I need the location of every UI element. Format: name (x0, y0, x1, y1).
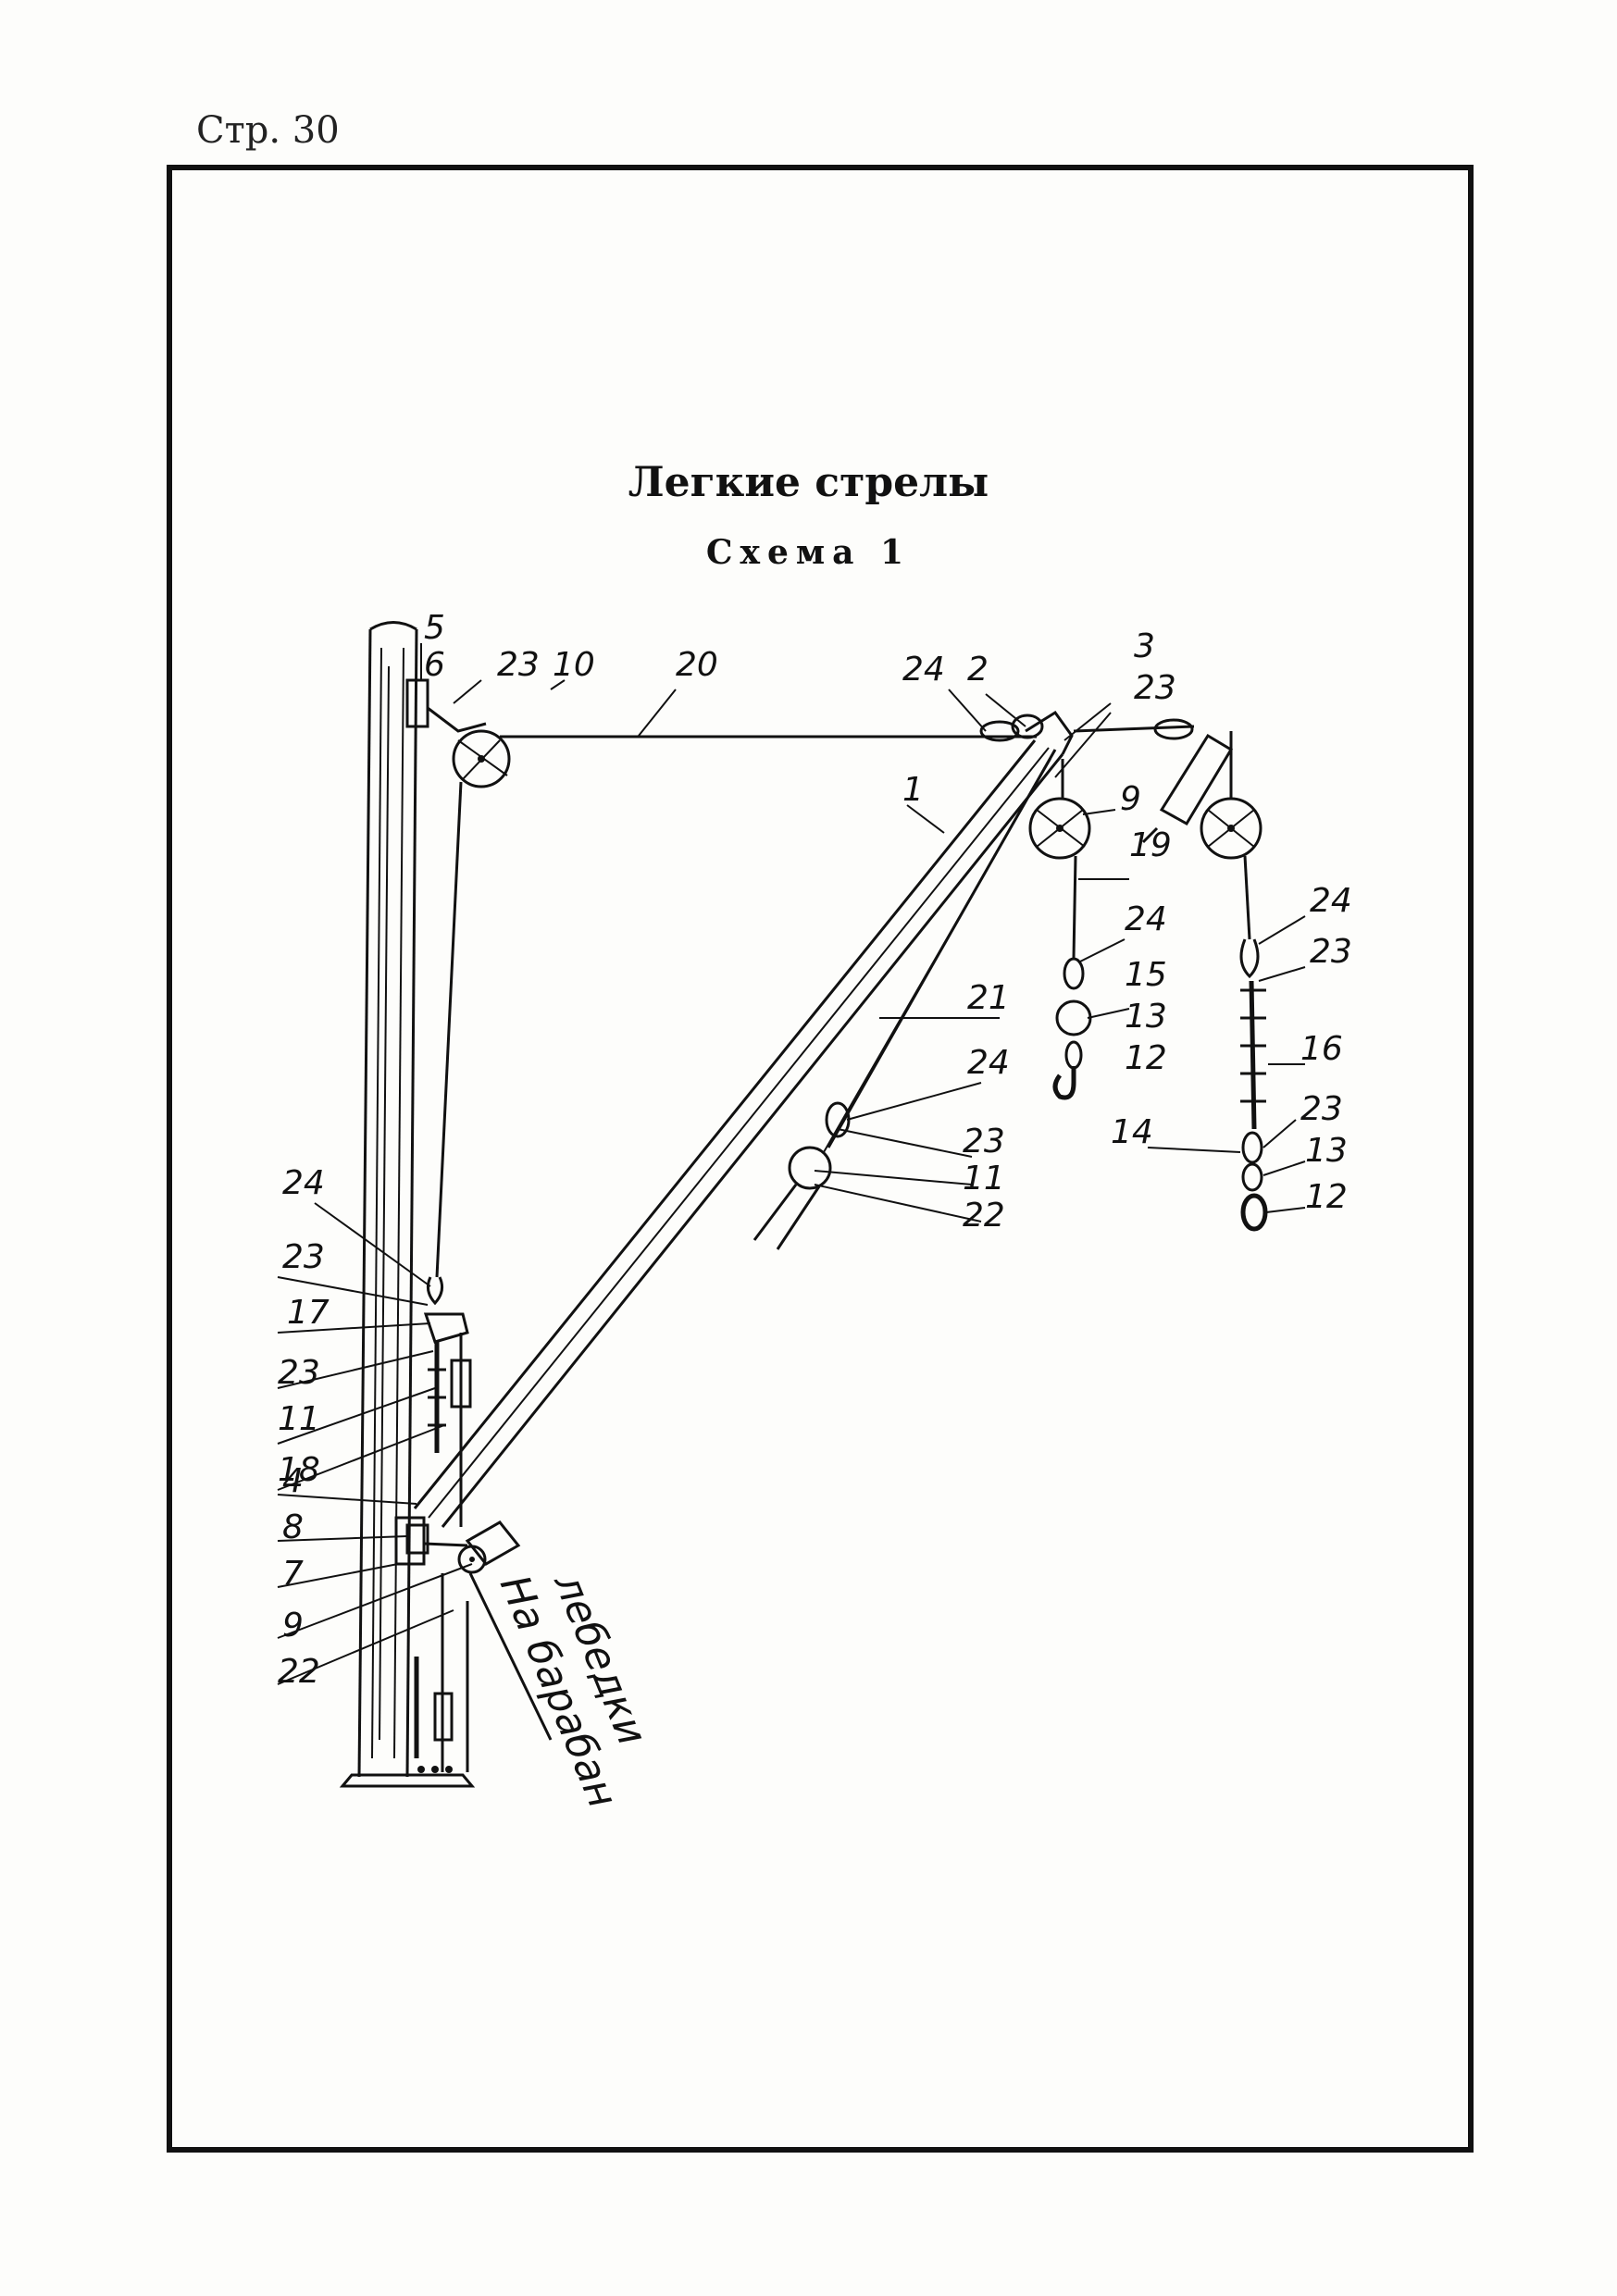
base-tackle (414, 1573, 469, 1773)
callout-8: 8 (282, 1508, 304, 1546)
cargo-block-upper (1028, 759, 1091, 860)
drawing-frame (167, 165, 1474, 2153)
boom-head-fittings (979, 714, 1195, 742)
callout-24: 24 (282, 1164, 325, 1202)
callout-22: 22 (963, 1197, 1005, 1235)
callout-23: 23 (497, 646, 540, 684)
callout-22: 22 (278, 1653, 320, 1691)
callout-23: 23 (278, 1354, 320, 1392)
callout-labels: 5 6 23 10 20 24 2 3 23 1 9 19 24 15 13 1… (278, 609, 1352, 1691)
callout-24: 24 (967, 1044, 1010, 1082)
callout-1: 1 (902, 771, 924, 809)
winch-rope (468, 1572, 553, 1741)
guy-fittings (753, 1101, 851, 1250)
callout-24: 24 (1310, 882, 1352, 920)
callout-3: 3 (1134, 627, 1155, 665)
callout-24: 24 (902, 651, 945, 689)
callout-23: 23 (282, 1238, 325, 1276)
second-boom-head (1141, 718, 1263, 860)
callout-23: 23 (1300, 1090, 1343, 1128)
vertical-fall-rope (435, 781, 463, 1278)
page-number: Стр. 30 (196, 109, 340, 152)
callout-9: 9 (282, 1607, 304, 1644)
callout-14: 14 (1111, 1113, 1153, 1151)
callout-15: 15 (1125, 956, 1167, 994)
mast (339, 621, 476, 1788)
callout-16: 16 (1300, 1030, 1343, 1068)
scheme-subtitle: Схема 1 (705, 533, 912, 572)
winch-note: На барабан лебедки (491, 1566, 656, 1815)
callout-2: 2 (967, 651, 989, 689)
callout-12: 12 (1125, 1039, 1167, 1077)
boom (413, 710, 1074, 1528)
callout-5: 5 (424, 609, 445, 647)
callout-7: 7 (282, 1555, 304, 1593)
callout-13: 13 (1305, 1132, 1348, 1170)
callout-13: 13 (1125, 998, 1167, 1036)
hanging-chain (1239, 855, 1268, 1232)
lower-tackle (423, 1276, 472, 1527)
callout-17: 17 (287, 1294, 330, 1332)
callout-9: 9 (1120, 780, 1141, 818)
callout-6: 6 (424, 646, 445, 684)
callout-21: 21 (967, 979, 1010, 1017)
callout-23: 23 (1310, 933, 1352, 971)
callout-11: 11 (278, 1400, 320, 1438)
callout-11: 11 (963, 1160, 1005, 1198)
callout-24: 24 (1125, 900, 1167, 938)
boom-heel-fitting (394, 1516, 521, 1574)
drawing-title: Легкие стрелы (628, 459, 989, 506)
callout-18: 18 (278, 1451, 320, 1489)
callout-12: 12 (1305, 1178, 1348, 1216)
cargo-hook-assembly (1052, 855, 1092, 1100)
callout-23: 23 (963, 1123, 1005, 1160)
leader-lines (277, 643, 1306, 1685)
callout-4: 4 (282, 1462, 304, 1500)
callout-19: 19 (1129, 826, 1172, 864)
callout-23: 23 (1134, 669, 1176, 707)
callout-20: 20 (676, 646, 718, 684)
top-mast-block (427, 706, 511, 788)
callout-10: 10 (553, 646, 595, 684)
